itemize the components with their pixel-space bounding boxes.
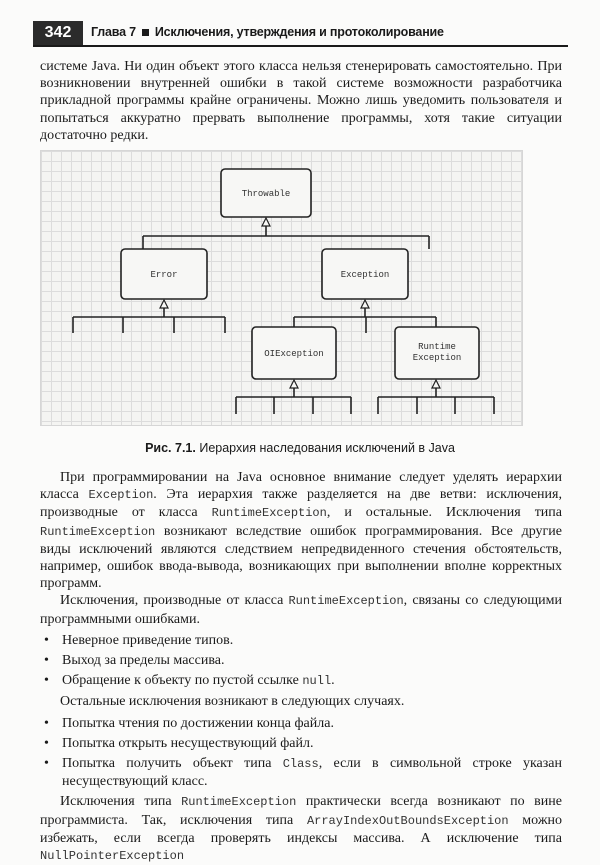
list-item: • Попытка получить объект типа Class, есл… xyxy=(40,755,562,790)
error-label: Error xyxy=(150,270,177,280)
list-item-text: Попытка чтения по достижении конца файла… xyxy=(62,715,334,731)
inline-code: RuntimeException xyxy=(181,795,297,810)
body-text: При программировании на Java основное вн… xyxy=(40,469,562,865)
list-item: • Попытка открыть несуществующий файл. xyxy=(40,735,562,752)
text-run: возникают вследствие ошибок программиров… xyxy=(40,523,562,592)
inline-code: RuntimeException xyxy=(40,524,156,539)
text-run: практически всегда возникают по вине про… xyxy=(40,794,562,828)
bullet-icon: • xyxy=(44,756,49,772)
list-item-text: Обращение к объекту по пустой ссылке xyxy=(62,673,303,689)
text-run: можно избежать, если всегда проверять ин… xyxy=(40,812,562,846)
paragraph-runtime-errors: Исключения, производные от класса Runtim… xyxy=(40,592,562,627)
ioexception-label: OIException xyxy=(264,349,323,359)
figure-caption-text: Иерархия наследования исключений в Java xyxy=(195,441,455,455)
inline-code: NullPointerException xyxy=(40,849,185,864)
exception-label: Exception xyxy=(341,270,390,280)
runtime-errors-list: • Неверное приведение типов. • Выход за пр… xyxy=(40,632,562,691)
inline-code: Exception xyxy=(88,488,154,503)
bullet-icon: • xyxy=(44,735,49,751)
text-run: , и остальные. Исключения типа xyxy=(326,505,563,521)
list-item: • Выход за пределы массива. xyxy=(40,652,562,669)
chapter-label: Глава 7 xyxy=(91,25,136,39)
text-run: При программировании на Java основное вн… xyxy=(40,470,562,503)
list-item: • Обращение к объекту по пустой ссылке nu… xyxy=(40,672,562,690)
exception-hierarchy-diagram: Throwable Error Exception OIException Ru… xyxy=(40,150,523,426)
bullet-icon: • xyxy=(44,632,49,648)
inheritance-arrow-icon xyxy=(261,216,271,227)
diagram-svg: Throwable Error Exception OIException Ru… xyxy=(72,168,495,414)
inheritance-arrow-icon xyxy=(431,378,441,389)
inheritance-arrow-icon xyxy=(289,378,299,389)
bullet-icon: • xyxy=(44,673,49,689)
list-item-text: Попытка получить объект типа xyxy=(62,756,283,772)
inline-code: ArrayIndexOutBoundsException xyxy=(306,813,509,828)
text-run: , связаны со следующими программными оши… xyxy=(40,593,563,627)
page-number: 342 xyxy=(33,21,83,45)
inline-code: RuntimeException xyxy=(288,594,404,609)
paragraph-exception-hierarchy: При программировании на Java основное вн… xyxy=(40,469,562,592)
list-item-text: Попытка открыть несуществующий файл. xyxy=(62,735,314,751)
list-item-text: Неверное приведение типов. xyxy=(62,632,234,648)
list-item: • Попытка чтения по достижении конца файл… xyxy=(40,715,562,732)
text-run: . Эта иерархия также разделяется на две … xyxy=(40,487,562,521)
runtime-label-line1: Runtime xyxy=(418,342,456,352)
text-run: Исключения, производные от класса xyxy=(60,593,289,609)
paragraph-runtime-blame: Исключения типа RuntimeException практич… xyxy=(40,793,562,865)
square-bullet-icon xyxy=(141,28,149,36)
intro-paragraph: системе Java. Ни один объект этого класс… xyxy=(40,59,562,143)
header-rule xyxy=(33,45,568,47)
inline-code: null xyxy=(302,674,332,689)
chapter-title: Исключения, утверждения и протоколирован… xyxy=(154,25,444,39)
chapter-heading: Глава 7 Исключения, утверждения и протоко… xyxy=(91,25,444,39)
bullet-icon: • xyxy=(44,653,49,669)
text-run: Исключения типа xyxy=(60,794,182,810)
inline-code: Class xyxy=(282,757,319,772)
list-item: • Неверное приведение типов. xyxy=(40,632,562,649)
runtime-label-line2: Exception xyxy=(413,353,462,363)
intro-paragraph-block: системе Java. Ни один объект этого класс… xyxy=(40,58,562,144)
inheritance-arrow-icon xyxy=(360,298,370,309)
running-header: 342 Глава 7 Исключения, утверждения и про… xyxy=(33,21,568,47)
list-item-tail: , если в символьной строке указан несуще… xyxy=(62,756,562,790)
figure-caption: Рис. 7.1. Иерархия наследования исключен… xyxy=(0,441,600,455)
other-exceptions-list: • Попытка чтения по достижении конца файл… xyxy=(40,715,562,791)
figure-caption-label: Рис. 7.1. xyxy=(145,441,196,455)
inline-code: RuntimeException xyxy=(211,506,327,521)
runtime-exception-node xyxy=(394,326,480,380)
paragraph-other-exceptions: Остальные исключения возникают в следующ… xyxy=(60,694,405,710)
inheritance-arrow-icon xyxy=(159,298,169,309)
list-item-tail: . xyxy=(331,673,335,689)
list-item-text: Выход за пределы массива. xyxy=(62,653,225,669)
throwable-label: Throwable xyxy=(242,189,291,199)
bullet-icon: • xyxy=(44,715,49,731)
